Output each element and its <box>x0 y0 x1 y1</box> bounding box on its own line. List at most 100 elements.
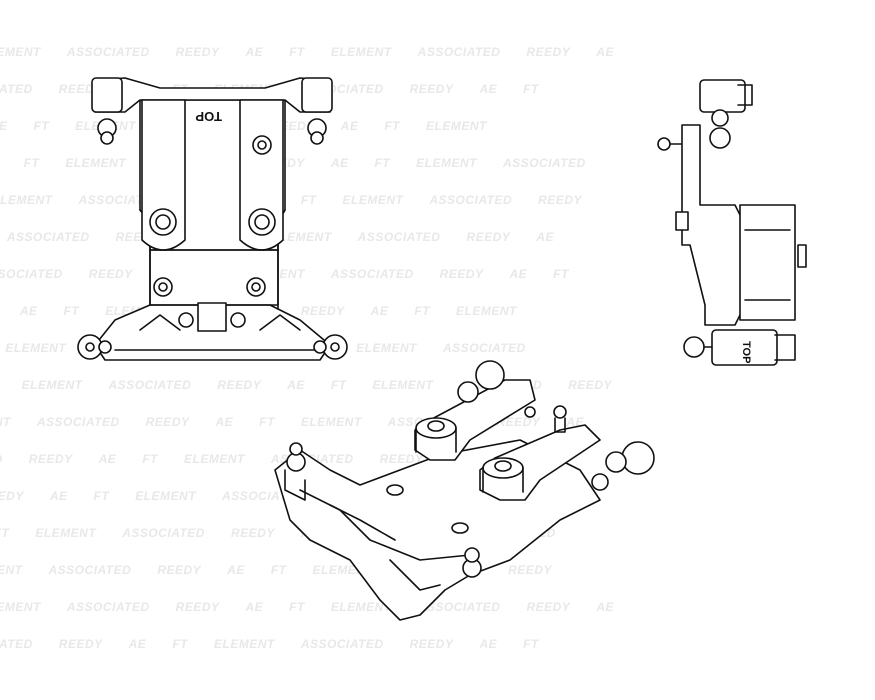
watermark-brand: ASSOCIATED <box>503 156 586 170</box>
watermark-brand: ELEMENT <box>0 45 41 59</box>
watermark-brand: AE <box>509 267 528 281</box>
watermark-brand: FT <box>0 526 10 540</box>
watermark-brand: ELEMENT <box>270 230 332 244</box>
watermark-row: ELEMENTASSOCIATEDREEDYAEFTELEMENTASSOCIA… <box>0 600 640 614</box>
top-view: TOP <box>77 77 348 361</box>
top-view-label: TOP <box>195 109 222 124</box>
watermark-brand: REEDY <box>568 378 612 392</box>
watermark-brand: REEDY <box>175 45 220 59</box>
top-view-link-left <box>141 99 186 251</box>
watermark-brand: FT <box>33 119 50 133</box>
watermark-brand: ELEMENT <box>0 193 53 207</box>
watermark-brand: FT <box>289 45 305 59</box>
watermark-brand: ASSOCIATED <box>0 452 3 466</box>
watermark-brand: AE <box>0 119 8 133</box>
watermark-brand: ELEMENT <box>416 156 478 170</box>
watermark-brand: FT <box>259 415 275 429</box>
watermark-row: ASSOCIATEDREEDYAEFTELEMENTASSOCIATEDREED… <box>0 637 565 651</box>
watermark-brand: AE <box>49 489 68 503</box>
watermark-brand: ELEMENT <box>35 526 97 540</box>
watermark-brand: ASSOCIATED <box>108 378 192 392</box>
watermark-brand: AE <box>128 637 147 651</box>
watermark-brand: ASSOCIATED <box>0 82 33 96</box>
watermark-brand: ASSOCIATED <box>48 563 132 577</box>
watermark-brand: AE <box>330 156 349 170</box>
watermark-row: ELEMENTASSOCIATEDREEDYAEFTELEMENTASSOCIA… <box>0 415 610 429</box>
watermark-brand: FT <box>93 489 110 503</box>
watermark-brand: ELEMENT <box>183 452 245 466</box>
watermark-brand: ELEMENT <box>0 415 11 429</box>
watermark-brand: ASSOCIATED <box>36 415 120 429</box>
watermark-brand: ASSOCIATED <box>300 637 384 651</box>
watermark-brand: ELEMENT <box>372 378 434 392</box>
watermark-brand: ELEMENT <box>0 563 23 577</box>
watermark-brand: AE <box>340 119 359 133</box>
iso-link-rear <box>479 424 601 501</box>
watermark-brand: ELEMENT <box>330 45 392 59</box>
watermark-brand: ASSOCIATED <box>0 637 33 651</box>
watermark-brand: ELEMENT <box>65 156 127 170</box>
watermark-brand: ELEMENT <box>21 378 83 392</box>
watermark-brand: FT <box>523 82 539 96</box>
watermark-brand: ASSOCIATED <box>417 45 501 59</box>
watermark-brand: REEDY <box>526 600 571 614</box>
watermark-brand: ASSOCIATED <box>443 341 526 355</box>
watermark-brand: FT <box>289 600 305 614</box>
watermark-brand: ELEMENT <box>300 415 362 429</box>
isometric-view <box>274 360 655 621</box>
watermark-brand: FT <box>330 378 347 392</box>
watermark-brand: FT <box>142 452 158 466</box>
watermark-brand: FT <box>23 156 40 170</box>
watermark-row: ELEMENTASSOCIATEDREEDYAEFTELEMENTASSOCIA… <box>0 45 640 59</box>
watermark-brand: FT <box>553 267 569 281</box>
watermark-brand: ELEMENT <box>342 193 404 207</box>
watermark-brand: ASSOCIATED <box>357 230 441 244</box>
watermark-brand: REEDY <box>526 45 571 59</box>
watermark-brand: AE <box>215 415 234 429</box>
watermark-brand: REEDY <box>466 230 511 244</box>
watermark-brand: REEDY <box>28 452 73 466</box>
watermark-brand: FT <box>300 193 317 207</box>
watermark-brand: REEDY <box>496 415 541 429</box>
watermark-brand: ASSOCIATED <box>6 230 90 244</box>
watermark-brand: REEDY <box>217 378 262 392</box>
watermark-brand: AE <box>536 230 554 244</box>
watermark-brand: REEDY <box>300 304 345 318</box>
watermark-brand: ELEMENT <box>5 341 67 355</box>
watermark-brand: AE <box>98 452 117 466</box>
watermark-brand: AE <box>287 378 305 392</box>
watermark-brand: REEDY <box>0 489 24 503</box>
watermark-brand: REEDY <box>175 600 220 614</box>
watermark-brand: ELEMENT <box>456 304 517 318</box>
watermark-brand: REEDY <box>157 563 202 577</box>
side-view-spine <box>681 124 746 326</box>
watermark-brand: ASSOCIATED <box>429 193 513 207</box>
watermark-brand: AE <box>245 600 264 614</box>
watermark-brand: ELEMENT <box>330 600 392 614</box>
watermark-brand: REEDY <box>379 452 424 466</box>
watermark-brand: AE <box>370 304 389 318</box>
side-view-label: TOP <box>740 341 752 363</box>
watermark-brand: ELEMENT <box>426 119 487 133</box>
watermark-brand: FT <box>270 563 287 577</box>
watermark-brand: FT <box>414 304 431 318</box>
watermark-brand: AE <box>19 304 38 318</box>
watermark-brand: REEDY <box>58 637 103 651</box>
watermark-brand: ELEMENT <box>356 341 418 355</box>
watermark-brand: AE <box>596 600 614 614</box>
watermark-brand: ASSOCIATED <box>0 267 63 281</box>
watermark-brand: FT <box>172 637 188 651</box>
watermark-brand: AE <box>479 82 498 96</box>
watermark-brand: REEDY <box>508 563 552 577</box>
watermark-brand: REEDY <box>145 415 190 429</box>
watermark-brand: REEDY <box>538 193 582 207</box>
watermark-brand: FT <box>63 304 80 318</box>
watermark-brand: ELEMENT <box>135 489 197 503</box>
watermark-brand: AE <box>245 45 264 59</box>
watermark-brand: FT <box>374 156 391 170</box>
watermark-brand: ASSOCIATED <box>122 526 205 540</box>
watermark-brand: ASSOCIATED <box>330 267 414 281</box>
watermark-brand: ASSOCIATED <box>66 600 150 614</box>
watermark-brand: FT <box>384 119 401 133</box>
top-view-link-right <box>239 99 284 251</box>
